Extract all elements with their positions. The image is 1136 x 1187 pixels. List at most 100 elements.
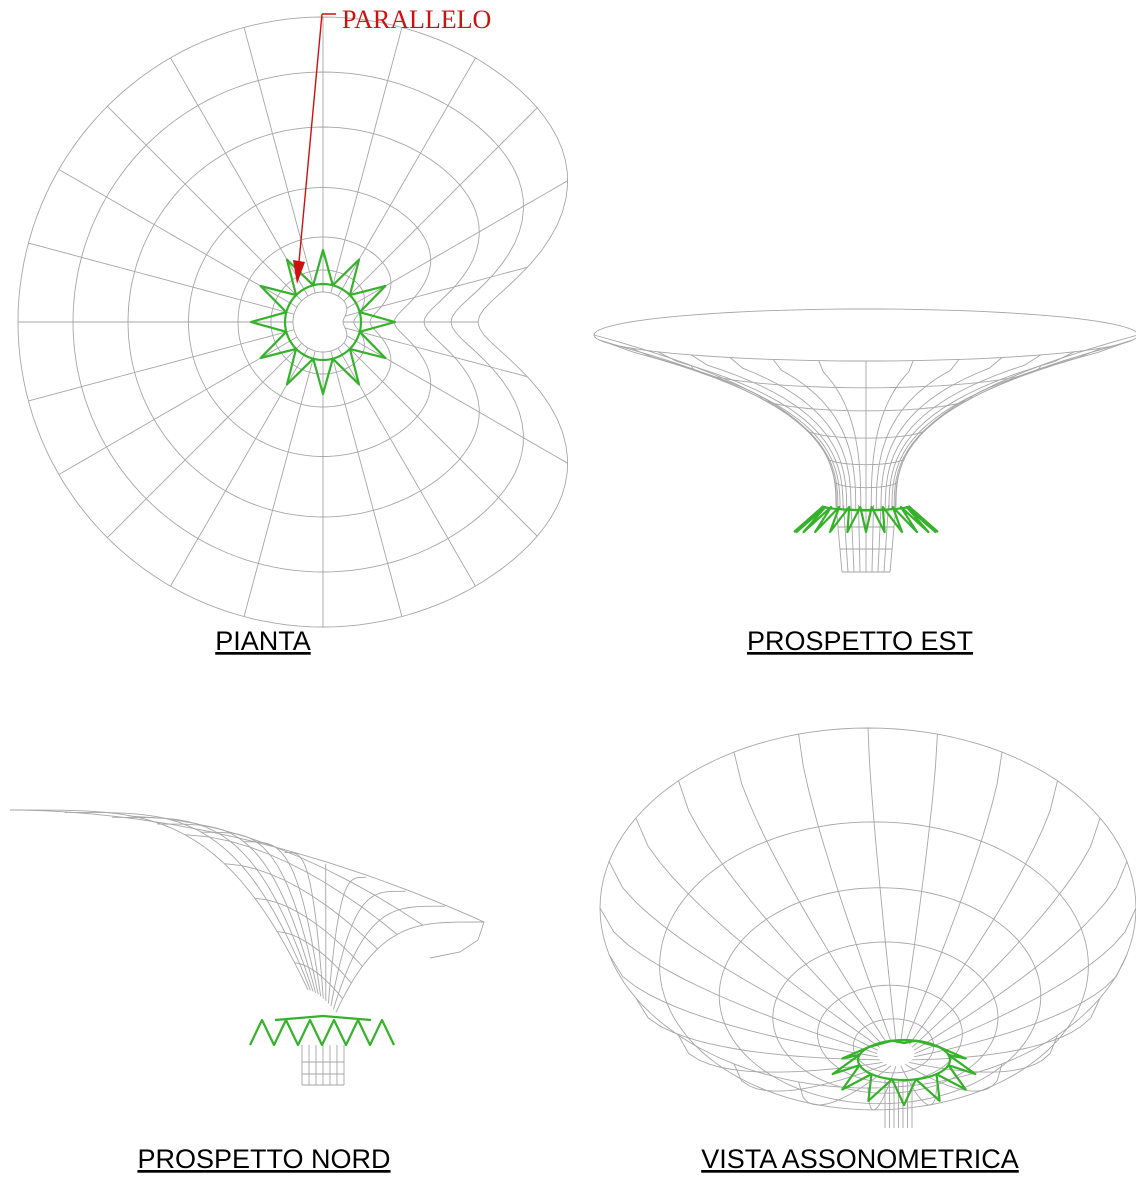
axo-meridian-19 [900,734,938,1042]
plan-meridian-8 [170,347,309,587]
axo-meridian-23 [913,861,1128,1051]
plan-meridian-21 [343,107,538,302]
plan-ring-0 [292,291,348,353]
plan-meridian-14 [58,169,298,308]
north-parallel-5 [294,962,343,1000]
plan-meridian-1 [344,327,528,378]
east-meridian-15 [630,347,841,509]
axo-parallel-0 [599,727,1136,1089]
east-meridian-8 [870,360,914,512]
east-stem-line-2 [850,504,855,573]
plan-mesh [17,16,569,628]
east-meridian-12 [729,357,852,511]
plan-caption: PIANTA [215,626,311,656]
axo-meridian-12 [599,907,878,1054]
east-meridian-3 [891,347,1102,509]
axo-meridian-4 [905,1063,1003,1092]
east-rim [593,308,1136,362]
east-stem-line-3 [858,504,861,573]
axo-meridian-14 [635,817,880,1048]
east-elevation-caption: PROSPETTO EST [747,626,973,656]
east-meridian-17 [597,339,837,507]
east-meridian-11 [772,359,857,511]
plan-tie-star [249,248,397,396]
east-stem-line-8 [889,504,897,573]
north-elevation-caption: PROSPETTO NORD [137,1144,390,1174]
east-meridian-7 [875,359,960,511]
axo-meridian-8 [733,1063,887,1092]
north-rim [9,809,485,959]
axo-meridian-0 [914,907,1136,1054]
annotation-arrowhead [293,260,305,284]
east-meridian-6 [880,357,1003,511]
axonometric-caption: VISTA ASSONOMETRICA [701,1144,1019,1174]
axo-meridian-7 [798,1065,892,1106]
north-elevation-mesh [9,809,485,1086]
north-generatrix-9 [330,890,406,1007]
parallelo-annotation: PARALLELO [293,5,491,284]
north-parallel-2 [224,863,378,950]
axo-parallel-1 [659,821,1089,1111]
north-elevation-view: PROSPETTO NORD [9,809,485,1174]
east-elevation-view: PROSPETTO EST [593,308,1136,656]
plan-meridian-23 [344,266,528,317]
east-meridian-10 [818,360,862,512]
north-parallel-1 [184,834,398,935]
north-tie-top [274,1014,372,1022]
plan-meridian-20 [337,57,476,297]
axo-meridian-17 [798,734,892,1042]
north-generatrix-0 [9,809,309,991]
east-meridian-14 [657,351,844,509]
annotation-leader-line [298,13,336,263]
plan-meridian-11 [28,329,295,402]
axonometric-view: VISTA ASSONOMETRICA [599,727,1136,1174]
axo-meridian-9 [678,1035,883,1073]
axo-meridian-16 [733,751,887,1043]
axonometric-mesh [599,727,1136,1128]
east-meridian-1 [895,339,1135,507]
axo-meridian-11 [608,954,878,1058]
east-stem-line-7 [883,504,889,573]
axo-tie-star [831,1039,977,1107]
axo-meridian-3 [909,1035,1058,1073]
plan-meridian-19 [330,27,403,294]
north-generatrix-2 [112,816,314,992]
plan-tie-circle [283,282,363,362]
east-elevation-tension-ring [793,505,939,534]
axo-meridian-1 [913,954,1128,1058]
north-elevation-tension-ring [249,1014,395,1047]
north-generatrix-3 [157,823,317,993]
north-generatrix-11 [335,921,485,1013]
axo-meridian-15 [678,780,883,1045]
east-stem-line-5 [871,504,874,573]
axo-meridian-21 [908,780,1058,1045]
north-generatrix-8 [327,876,366,1004]
east-meridian-2 [893,343,1122,508]
east-elevation-mesh [593,308,1136,573]
plan-meridian-3 [343,342,538,537]
axo-meridian-20 [904,752,1003,1043]
east-meridian-18 [593,334,837,506]
plan-meridian-4 [337,347,476,587]
east-meridian-5 [884,354,1042,510]
east-tie-zigzag [793,505,939,534]
east-stem-line-1 [843,504,849,573]
plan-tension-ring [249,248,397,396]
north-parallel-0 [132,815,424,926]
north-parallel-4 [277,931,352,984]
north-generatrix-6 [284,852,324,999]
plan-meridian-9 [106,342,303,539]
north-tie-zigzag [249,1018,395,1047]
east-meridian-4 [888,351,1075,509]
plan-meridian-10 [58,336,298,475]
plan-view: PARALLELO PIANTA [17,5,569,656]
plan-meridian-7 [243,350,316,617]
north-generatrix-10 [333,905,446,1010]
plan-meridian-16 [170,57,309,297]
plan-meridian-15 [106,105,303,302]
east-meridian-16 [610,343,839,508]
north-generatrix-1 [64,811,311,991]
east-meridian-13 [690,354,848,510]
axo-meridian-22 [911,817,1101,1048]
